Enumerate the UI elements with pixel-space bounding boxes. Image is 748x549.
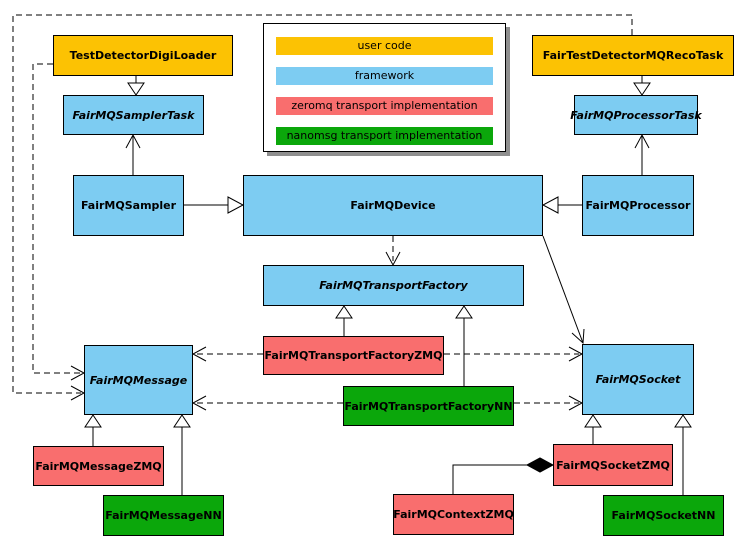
legend-item-nanomsg: nanomsg transport implementation [276,127,493,145]
edge-inherit-sampler-device [184,196,245,214]
edge-inherit-factoryzmq-factory [335,305,353,336]
node-fairmqsocketnn: FairMQSocketNN [603,495,724,536]
edge-processor-processortask [634,133,650,175]
edge-factoryzmq-message [191,346,263,362]
edge-factorynn-socket [514,395,584,411]
node-fairmqsamplertask: FairMQSamplerTask [63,95,204,135]
node-fairmqmessage: FairMQMessage [84,345,193,415]
node-fairmqcontextzmq: FairMQContextZMQ [393,494,514,535]
legend-item-user-code: user code [276,37,493,55]
legend-item-framework: framework [276,67,493,85]
edge-inherit-messagezmq-message [84,414,102,446]
node-fairmqprocessor: FairMQProcessor [582,175,694,236]
node-fairmqprocessortask: FairMQProcessorTask [570,95,702,135]
edge-device-transportfactory [385,236,401,267]
node-fairtestdetectormqrecotask: FairTestDetectorMQRecoTask [532,35,734,76]
node-fairmqmessagenn: FairMQMessageNN [103,495,224,536]
node-fairmqmessagezmq: FairMQMessageZMQ [33,446,164,486]
node-fairmqsocketzmq: FairMQSocketZMQ [553,444,673,486]
node-testdetectordigiloader: TestDetectorDigiLoader [53,35,233,76]
node-fairmqtransportfactoryzmq: FairMQTransportFactoryZMQ [263,336,444,375]
edge-inherit-socketzmq-socket [584,414,602,444]
node-fairmqsocket: FairMQSocket [582,344,694,415]
edge-inherit-messagenn-message [173,414,191,495]
edge-inherit-digiloader-samplertask [127,76,145,96]
edge-sampler-samplertask [125,133,141,175]
node-fairmqtransportfactorynn: FairMQTransportFactoryNN [343,386,514,426]
edge-inherit-socketnn-socket [674,414,692,495]
edge-device-socket [542,235,585,345]
edge-inherit-recotask-processortask [633,76,651,96]
node-fairmqsampler: FairMQSampler [73,175,184,236]
edge-inherit-factorynn-factory [455,305,473,386]
edge-inherit-processor-device [541,196,582,214]
node-fairmqdevice: FairMQDevice [243,175,543,236]
node-fairmqtransportfactory: FairMQTransportFactory [263,265,524,306]
edge-contextzmq-socketzmq-composition [452,457,555,494]
edge-factoryzmq-socket [444,346,584,362]
edge-factorynn-message [191,395,343,411]
legend-item-zeromq: zeromq transport implementation [276,97,493,115]
legend: user code framework zeromq transport imp… [263,23,506,152]
